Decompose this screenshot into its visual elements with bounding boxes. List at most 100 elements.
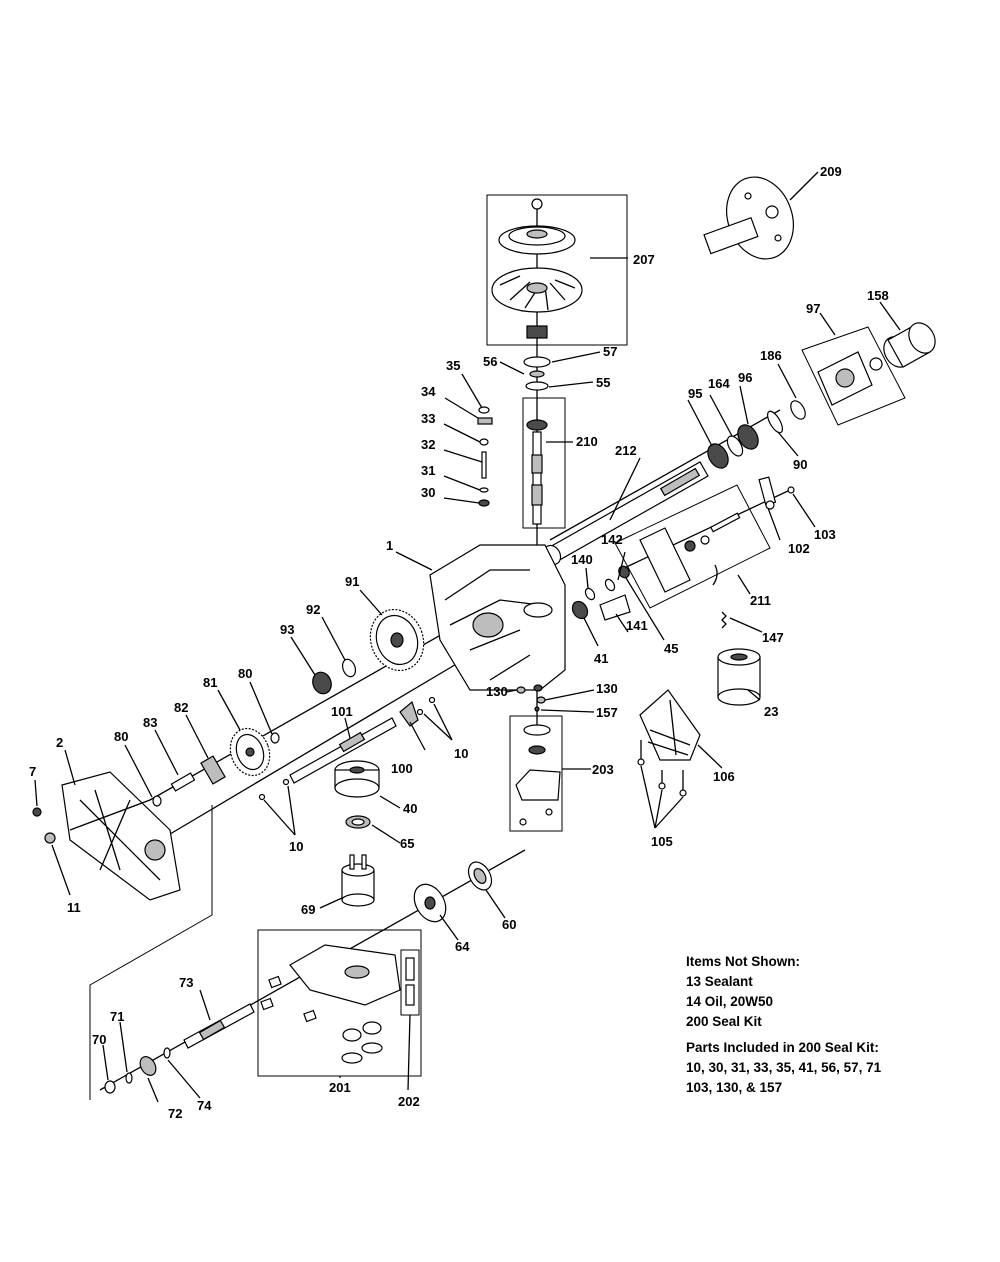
callout-60: 60 (502, 917, 516, 932)
part-73-input-shaft (183, 1003, 255, 1049)
part-71-ring (125, 1072, 133, 1084)
box-203 (509, 715, 563, 832)
part-105-screws (637, 740, 687, 797)
part-80-washer-upper (270, 732, 280, 744)
part-97-hub (817, 351, 883, 406)
box-211 (614, 484, 771, 609)
leader-lines (34, 171, 901, 1103)
callout-103: 103 (814, 527, 836, 542)
part-7-bolt (32, 807, 42, 817)
callout-34: 34 (421, 384, 436, 399)
part-212-axle (542, 461, 709, 566)
callout-157: 157 (596, 705, 618, 720)
callout-158: 158 (867, 288, 889, 303)
not-shown-item: 13 Sealant (686, 974, 753, 989)
callout-164: 164 (708, 376, 730, 391)
callout-142: 142 (601, 532, 623, 547)
callout-105: 105 (651, 834, 673, 849)
seal-kit-line: 10, 30, 31, 33, 35, 41, 56, 57, 71 (686, 1060, 882, 1075)
callout-11: 11 (67, 900, 81, 915)
callout-55: 55 (596, 375, 610, 390)
callout-72: 72 (168, 1106, 182, 1121)
callout-100: 100 (391, 761, 413, 776)
callout-82: 82 (174, 700, 188, 715)
part-209-hub (703, 176, 794, 260)
callout-207: 207 (633, 252, 655, 267)
part-100-fork (399, 700, 419, 727)
part-60-bearing (467, 861, 493, 891)
part-210-shaft (526, 419, 548, 525)
part-81-gear (229, 727, 271, 777)
part-106-guard (639, 689, 701, 761)
callout-147: 147 (762, 630, 784, 645)
callout-80-lower: 80 (114, 729, 128, 744)
part-186-washer (790, 400, 806, 420)
part-211-brake (639, 512, 741, 593)
callout-95: 95 (688, 386, 702, 401)
callout-64: 64 (455, 939, 470, 954)
callout-211: 211 (750, 593, 771, 608)
part-158-sleeve (883, 322, 936, 368)
callout-32: 32 (421, 437, 435, 452)
callout-73: 73 (179, 975, 193, 990)
box-input-shaft-group (89, 805, 213, 1100)
part-92-washer (341, 658, 357, 678)
part-157-ring (534, 706, 540, 712)
part-57-seal (523, 356, 551, 368)
callout-31: 31 (421, 463, 435, 478)
part-70-washer (104, 1080, 116, 1094)
callout-201: 201 (329, 1080, 351, 1095)
part-90-snap-ring (767, 410, 783, 434)
part-56-ring (529, 370, 545, 378)
not-shown-item: 200 Seal Kit (686, 1014, 762, 1029)
part-72-gear (139, 1056, 157, 1076)
callout-41: 41 (594, 651, 608, 666)
callout-83: 83 (143, 715, 157, 730)
part-30-35-stack (477, 406, 493, 507)
callout-203: 203 (592, 762, 614, 777)
box-210 (522, 397, 566, 529)
callout-209: 209 (820, 164, 842, 179)
callout-186: 186 (760, 348, 782, 363)
callout-80-upper: 80 (238, 666, 252, 681)
callout-97: 97 (806, 301, 820, 316)
callout-140: 140 (571, 552, 593, 567)
box-97 (801, 326, 906, 426)
part-164-seal (726, 435, 744, 457)
part-80-washer-lower (152, 795, 162, 807)
callout-33: 33 (421, 411, 435, 426)
part-102-lever (758, 476, 777, 510)
callout-7: 7 (29, 764, 36, 779)
part-2-cover (61, 771, 181, 901)
callout-212: 212 (615, 443, 637, 458)
seal-kit-line: 103, 130, & 157 (686, 1080, 783, 1095)
part-10-pins-lower (258, 778, 290, 801)
callout-210: 210 (576, 434, 598, 449)
part-74-ring (163, 1047, 171, 1059)
items-not-shown-heading: Items Not Shown: (686, 954, 800, 969)
part-140-washer (584, 587, 596, 601)
callout-71: 71 (110, 1009, 124, 1024)
callout-56: 56 (483, 354, 497, 369)
part-82-gear (200, 755, 226, 785)
callout-93: 93 (280, 622, 294, 637)
part-65-bearing (345, 815, 371, 829)
callout-102: 102 (788, 541, 810, 556)
callout-106: 106 (713, 769, 735, 784)
part-201-center-section (260, 944, 401, 1064)
seal-kit-heading: Parts Included in 200 Seal Kit: (686, 1040, 879, 1055)
callout-69: 69 (301, 902, 315, 917)
part-103-pin (787, 486, 795, 494)
part-207-pulley-fan (491, 198, 583, 339)
part-202-valve (405, 957, 415, 1006)
part-130-plug-left (516, 686, 526, 694)
part-1-housing (429, 544, 566, 692)
callout-10-lower: 10 (289, 839, 303, 854)
part-83-shaft (170, 772, 196, 792)
callout-101: 101 (331, 704, 353, 719)
box-207 (486, 194, 628, 346)
callout-74: 74 (197, 1098, 212, 1113)
callout-130-left: 130 (486, 684, 508, 699)
callout-35: 35 (446, 358, 460, 373)
